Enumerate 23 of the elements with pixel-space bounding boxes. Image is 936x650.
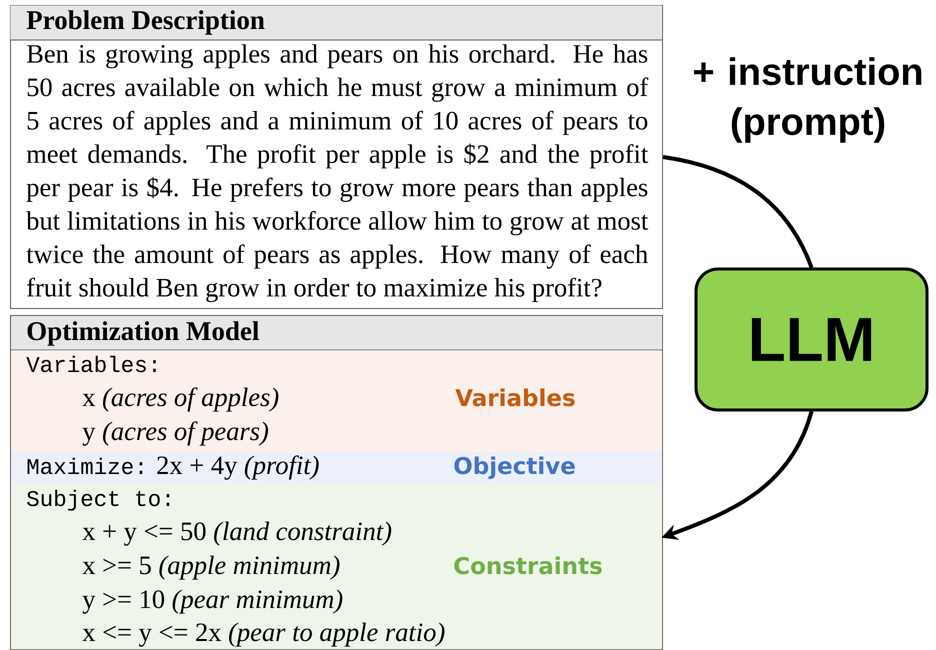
code-line: Subject to: [27, 490, 170, 511]
edge-label: + instruction (prompt) [682, 56, 934, 144]
formula-line: 2x + 4y (profit) [157, 455, 319, 480]
objective-band [11, 452, 662, 484]
formula-line: x <= y <= 2x (pear to apple ratio) [82, 622, 444, 647]
heading: Optimization Model [28, 321, 259, 346]
model-box: LLM [694, 268, 929, 412]
code-line: Maximize: [28, 458, 142, 474]
paragraph: Ben is growing apples and pears on his orchard. He has 50 acres available on which he must grow a minimum of 5 acres of apples and a minimum of 10 acres of pears to meet demands. The profit per apple is $2 and the profit per pear is $4. He prefers to grow more pears than apples but limitations in his workforce allow him to grow at most twice the amount of pears as apples. How many of each fruit should Ben grow in order to maximize his profit? [26, 44, 648, 302]
section-tag: Objective [454, 456, 575, 479]
problem-panel [10, 5, 663, 309]
code-line: Variables: [26, 356, 156, 372]
formula-line: x (acres of apples) [82, 387, 278, 412]
model-panel [10, 315, 663, 650]
formula-line: x >= 5 (apple minimum) [82, 556, 340, 580]
formula-line: x + y <= 50 (land constraint) [82, 522, 392, 546]
formula-line: y >= 10 (pear minimum) [82, 590, 342, 614]
variables-band [11, 350, 662, 452]
formula-line: y (acres of pears) [82, 421, 268, 446]
constraints-band [11, 483, 662, 650]
section-tag: Variables [455, 388, 575, 406]
heading: Problem Description [26, 10, 265, 35]
section-tag: Constraints [454, 556, 602, 574]
